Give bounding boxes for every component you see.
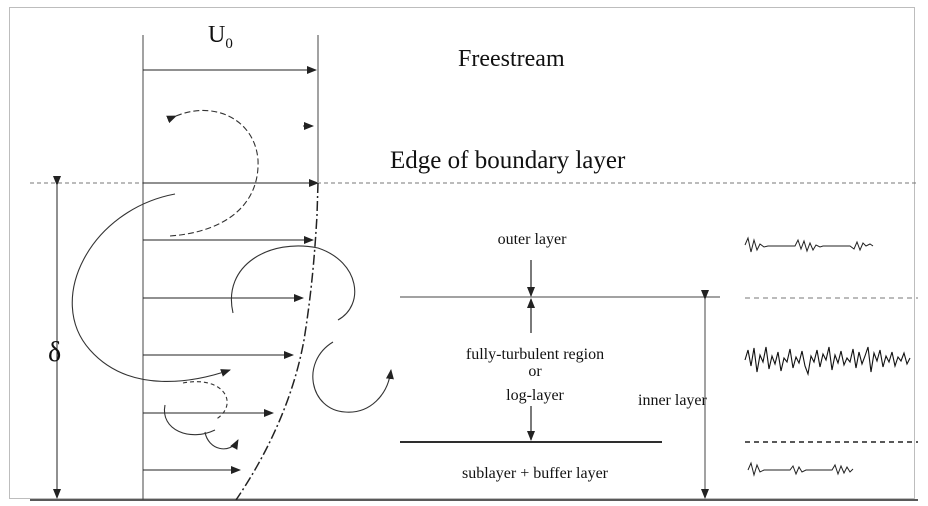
inner-layer-label: inner layer <box>638 392 708 409</box>
figure-frame <box>9 7 915 499</box>
sublayer-signal-trace <box>747 461 854 477</box>
velocity-profile-arrows <box>143 179 319 474</box>
outer-signal-trace <box>744 236 874 253</box>
delta-label: δ <box>48 337 61 368</box>
velocity-label: U0 <box>208 22 233 52</box>
velocity-profile-curve <box>235 182 319 501</box>
sublayer-label: sublayer + buffer layer <box>462 465 609 482</box>
edge-label: Edge of boundary layer <box>390 147 626 174</box>
eddies <box>71 109 394 450</box>
log-signal-trace <box>744 346 911 377</box>
log-region-label-1: fully-turbulent region <box>466 346 604 363</box>
outer-layer-label: outer layer <box>498 231 568 248</box>
freestream-label: Freestream <box>458 46 565 72</box>
log-region-label-2: or <box>528 363 542 380</box>
log-region-label-3: log-layer <box>506 387 564 404</box>
